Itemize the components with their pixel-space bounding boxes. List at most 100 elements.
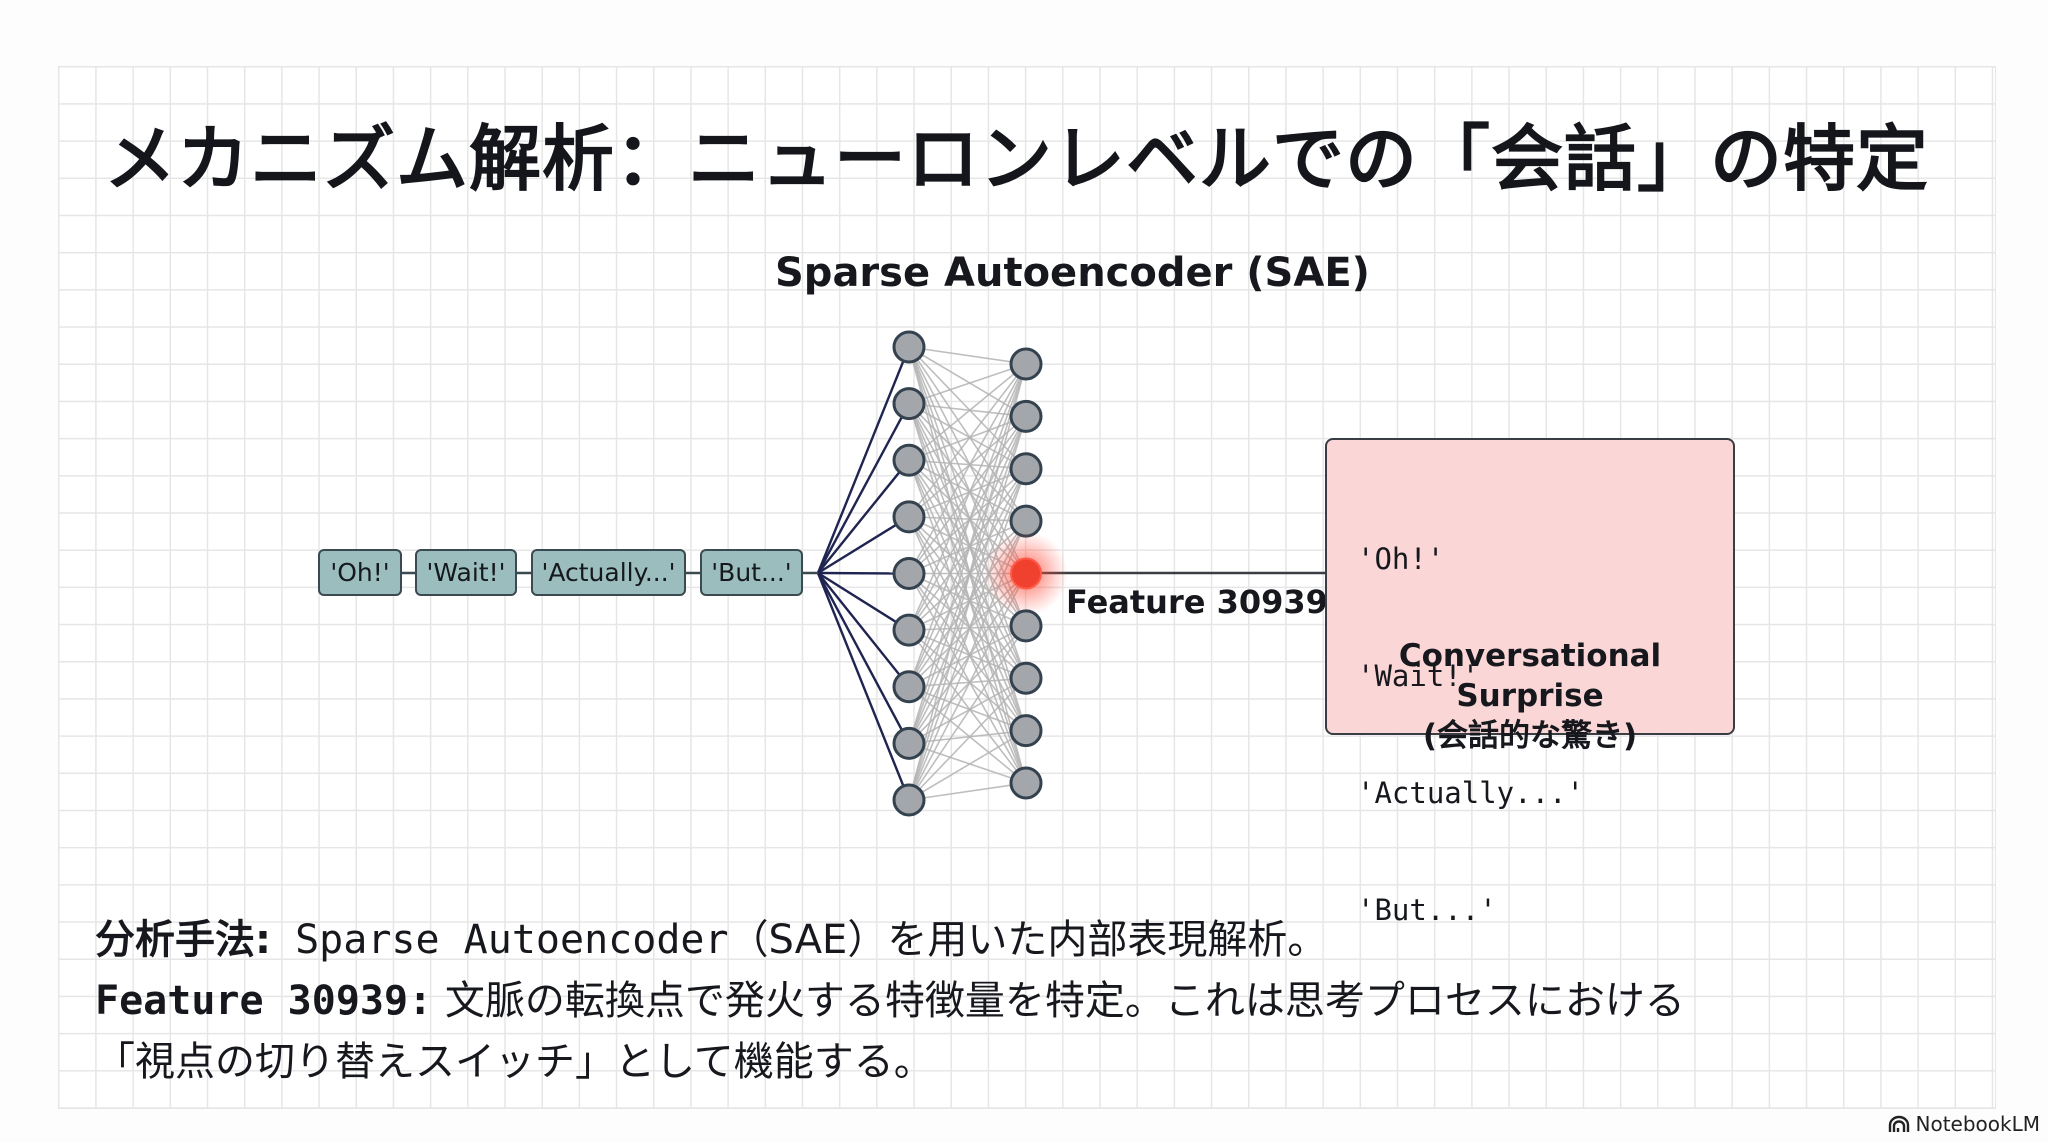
hidden-edge	[908, 346, 1027, 574]
feature-example: 'But...'	[1357, 893, 1497, 927]
hidden-edge	[908, 363, 1027, 405]
hidden-edge	[908, 459, 1027, 784]
encoder-node	[892, 783, 926, 817]
hidden-edge	[908, 403, 1027, 522]
note-method-mono: Sparse Autoencoder	[271, 917, 729, 963]
note-line-switch: 「視点の切り替えスイッチ」として機能する。	[95, 1039, 934, 1085]
input-token: 'But...'	[700, 549, 803, 596]
hidden-edge	[908, 742, 1027, 784]
input-edge	[816, 403, 911, 574]
hidden-edge	[908, 573, 1027, 801]
feature-box: 'Oh!' 'Wait!' 'Actually...' 'But...' Con…	[1325, 438, 1735, 927]
hidden-edge	[908, 363, 1027, 688]
hidden-edge	[908, 363, 1027, 631]
hidden-edge	[908, 415, 1027, 574]
note-feature-text: 文脈の転換点で発火する特徴量を特定。これは思考プロセスにおける	[432, 978, 1685, 1024]
hidden-edge	[908, 363, 1027, 461]
hidden-edge	[908, 729, 1027, 745]
hidden-edge	[908, 686, 1027, 784]
hidden-edge	[908, 677, 1027, 745]
hidden-edge	[908, 403, 1027, 679]
feature-node	[1009, 661, 1043, 695]
hidden-edge	[908, 625, 1027, 744]
encoder-node	[892, 726, 926, 760]
hidden-edge	[908, 363, 1027, 744]
hidden-edge	[908, 516, 1027, 784]
feature-concept-ja: (会話的な驚き)	[1422, 718, 1638, 754]
sae-title: Sparse Autoencoder (SAE)	[775, 250, 1370, 296]
hidden-edge	[908, 729, 1027, 801]
hidden-edge	[908, 629, 1027, 679]
feature-node	[1009, 347, 1043, 381]
note-line-feature: Feature 30939: 文脈の転換点で発火する特徴量を特定。これは思考プロ…	[95, 971, 1685, 1032]
input-edge	[817, 459, 910, 574]
hidden-edge	[908, 459, 1027, 731]
note-feature-label: Feature 30939:	[95, 978, 433, 1024]
input-edge	[816, 572, 911, 744]
hidden-edge	[908, 686, 1027, 732]
branding-label: NotebookLM	[1915, 1112, 2041, 1136]
hidden-edge	[908, 677, 1027, 801]
note-line-method: 分析手法: Sparse Autoencoder（SAE）を用いた内部表現解析。	[95, 910, 1685, 971]
encoder-node	[892, 330, 926, 364]
hidden-edge	[908, 403, 1027, 731]
note-method-label: 分析手法:	[95, 917, 271, 963]
hidden-edge	[908, 459, 1027, 470]
hidden-edge	[908, 573, 1027, 732]
feature-node	[1009, 399, 1043, 433]
hidden-edge	[908, 468, 1027, 801]
hidden-edge	[908, 363, 1027, 518]
input-edge	[817, 572, 910, 688]
feature-concept-en: Conversational Surprise	[1398, 638, 1662, 714]
slide-title: メカニズム解析：ニューロンレベルでの「会話」の特定	[104, 117, 1930, 201]
input-edge	[816, 346, 911, 574]
input-token: 'Actually...'	[531, 549, 686, 596]
hidden-edge	[908, 468, 1027, 575]
hidden-edge	[908, 572, 1027, 627]
feature-node	[1009, 609, 1043, 643]
encoder-node	[892, 443, 926, 477]
encoder-node	[892, 670, 926, 704]
feature-example: 'Wait!'	[1357, 659, 1480, 693]
hidden-edge	[908, 782, 1027, 801]
hidden-edge	[908, 403, 1027, 784]
hidden-edge	[908, 346, 1027, 365]
hidden-edge	[908, 625, 1027, 631]
feature-concept: Conversational Surprise (会話的な驚き)	[1327, 636, 1733, 756]
active-feature-node	[1010, 557, 1042, 590]
encoder-node	[892, 613, 926, 647]
hidden-edge	[908, 346, 1027, 679]
hidden-edge	[908, 468, 1027, 631]
hidden-edge	[908, 516, 1027, 679]
hidden-edge	[908, 363, 1027, 801]
input-edge	[817, 571, 910, 632]
hidden-edge	[908, 629, 1027, 732]
feature-examples: 'Oh!' 'Wait!' 'Actually...' 'But...'	[1357, 462, 1584, 1008]
feature-example: 'Oh!'	[1357, 542, 1445, 576]
hidden-edge	[908, 459, 1027, 522]
encoder-node	[892, 557, 926, 590]
input-edge	[817, 515, 910, 575]
branding: NotebookLM	[1888, 1112, 2041, 1136]
hidden-edge	[908, 516, 1027, 732]
hidden-edge	[908, 516, 1027, 522]
hidden-edge	[908, 520, 1027, 575]
hidden-edge	[908, 346, 1027, 418]
hidden-edge	[908, 625, 1027, 688]
hidden-edge	[908, 415, 1027, 461]
hidden-edge	[908, 402, 1027, 470]
hidden-edge	[908, 415, 1027, 518]
hidden-edge	[908, 363, 1027, 574]
analysis-notes: 分析手法: Sparse Autoencoder（SAE）を用いた内部表現解析。…	[95, 910, 1685, 1093]
hidden-edge	[908, 459, 1027, 679]
feature-node	[1009, 714, 1043, 748]
feature-example: 'Actually...'	[1357, 776, 1584, 810]
hidden-edge	[908, 346, 1027, 731]
hidden-edge	[908, 629, 1027, 784]
hidden-edge	[908, 625, 1027, 801]
input-token: 'Wait!'	[415, 549, 517, 596]
note-method-text: （SAE）を用いた内部表現解析。	[728, 917, 1328, 963]
hidden-edge	[908, 416, 1027, 801]
hidden-edge	[908, 573, 1027, 784]
input-edge	[816, 572, 911, 801]
